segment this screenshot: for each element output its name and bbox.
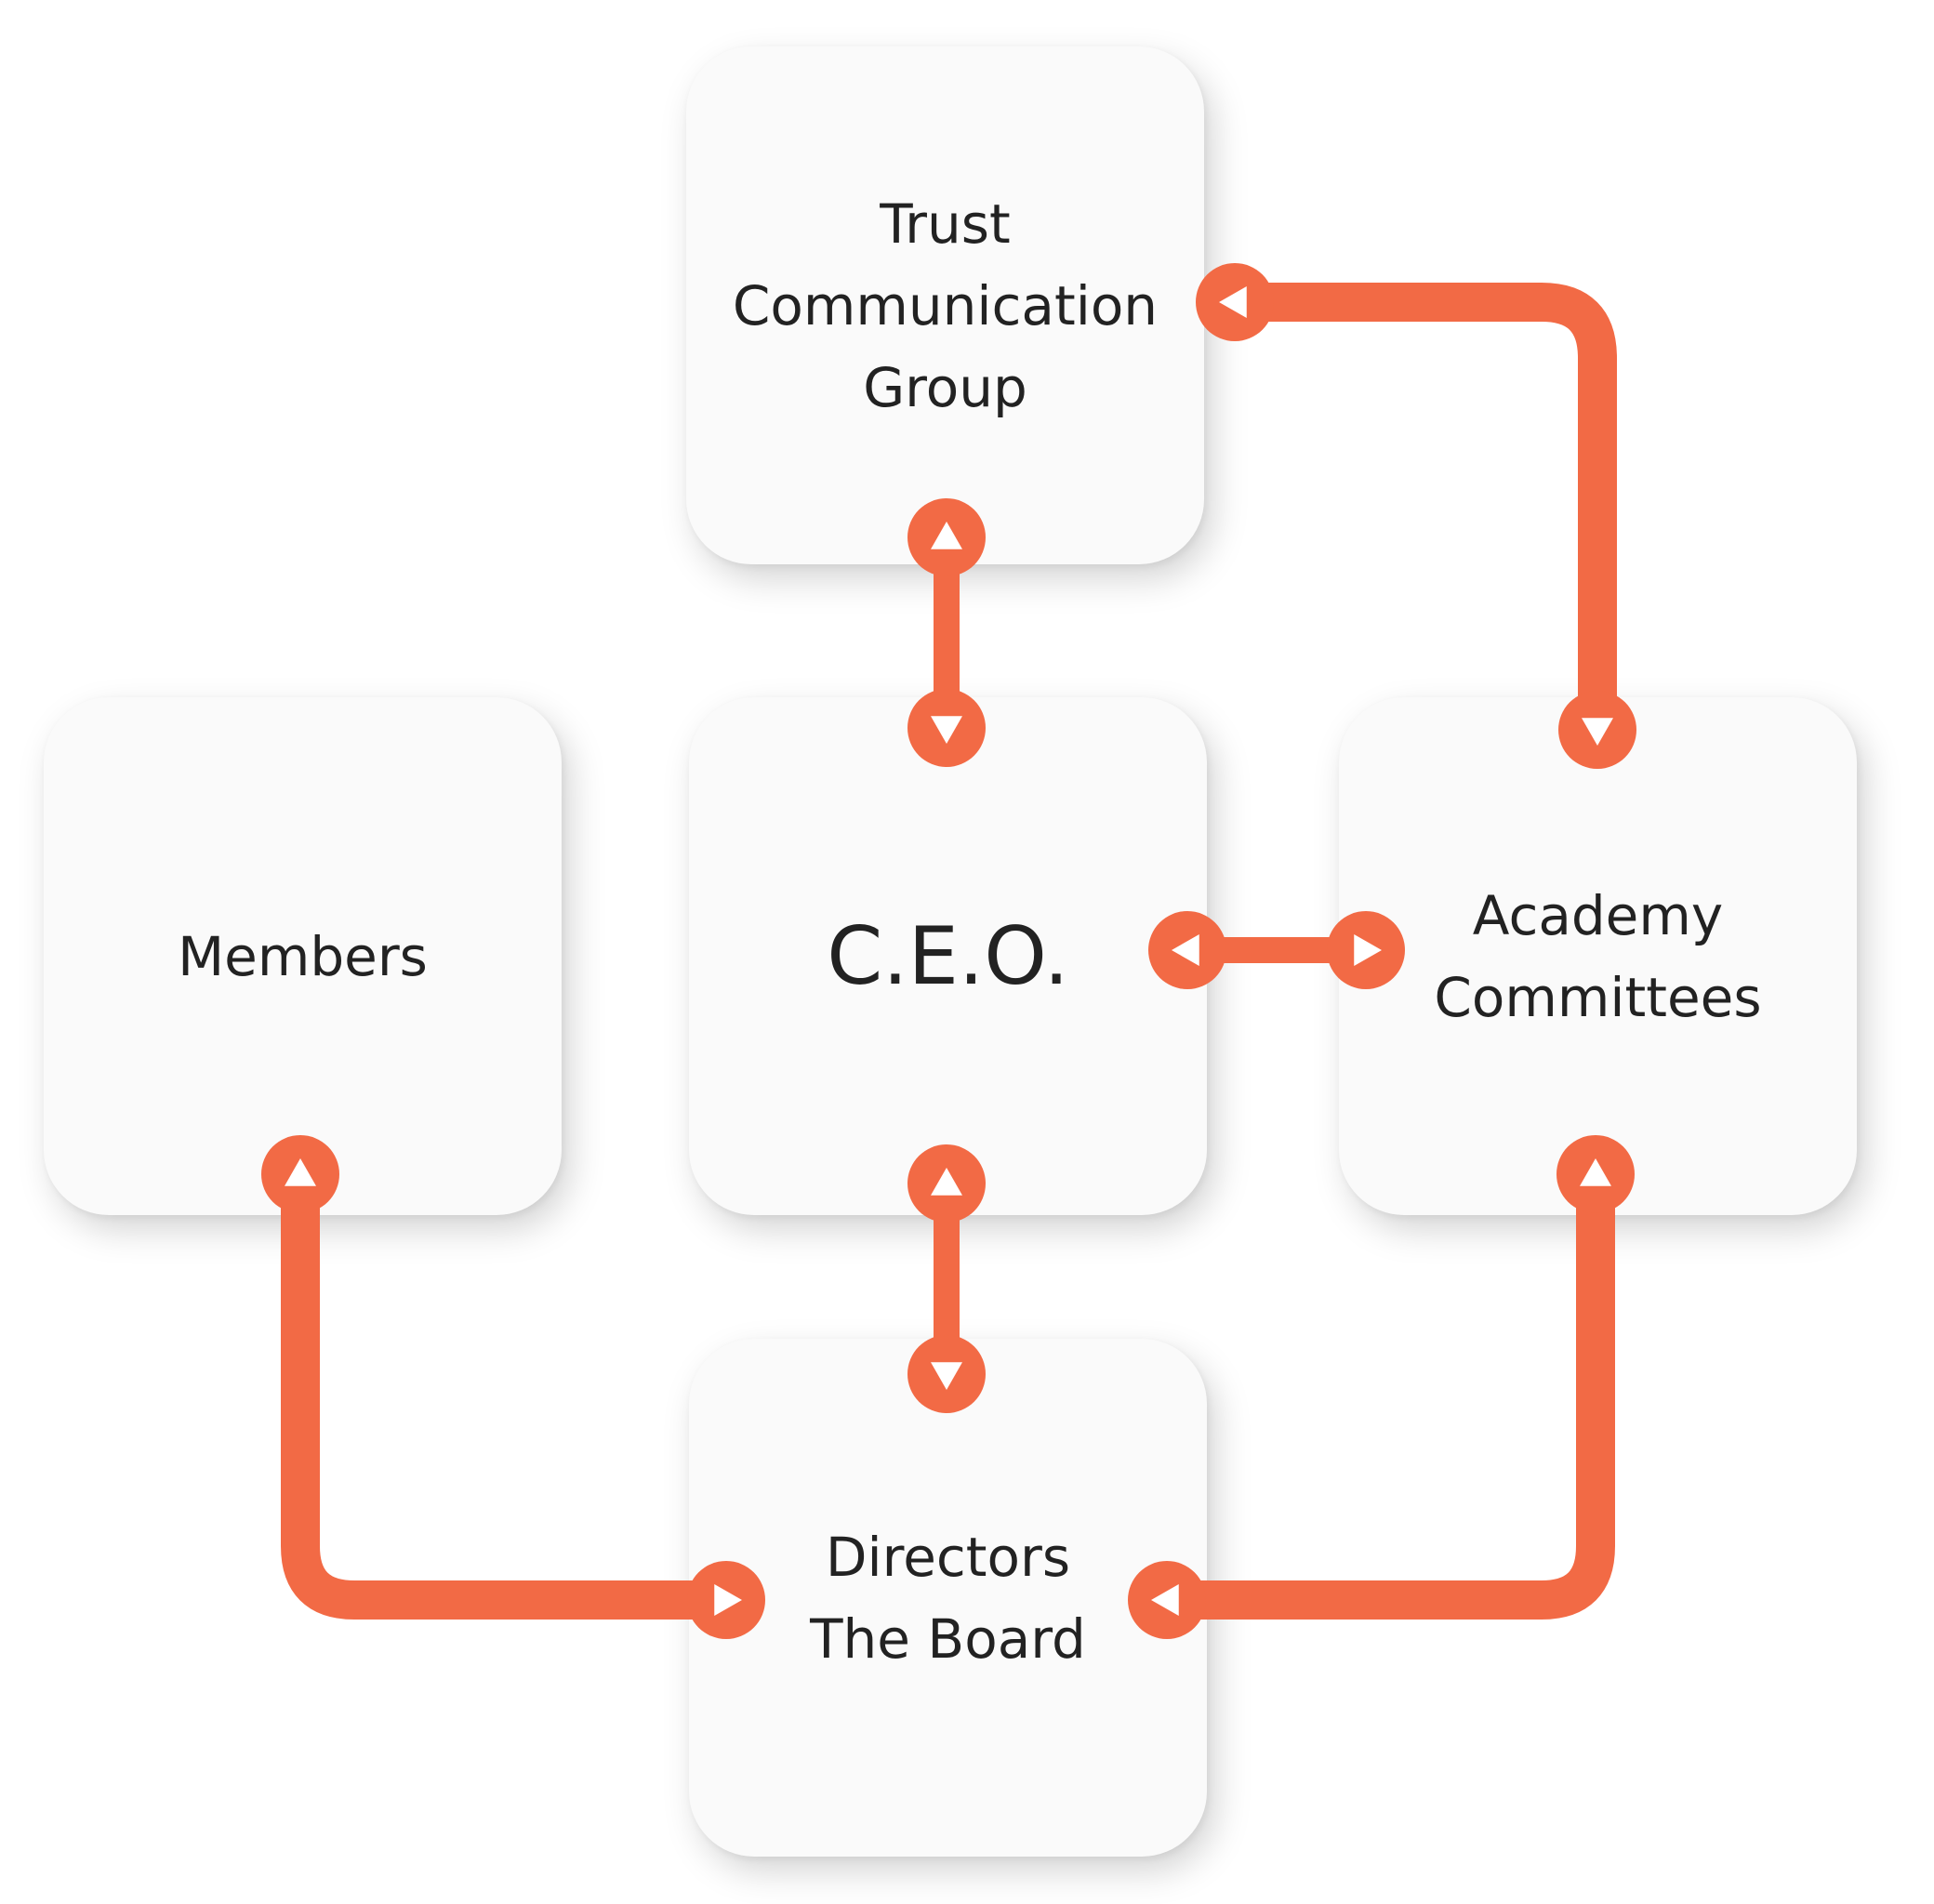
node-academy-line-1: Academy <box>1472 883 1724 947</box>
node-trust-line-2: Communication <box>732 273 1159 337</box>
node-trust-communication-group: Trust Communication Group <box>686 46 1204 564</box>
node-trust-line-1: Trust <box>880 192 1011 256</box>
node-academy-committees: Academy Committees <box>1339 697 1857 1215</box>
node-ceo: C.E.O. <box>689 697 1207 1215</box>
node-academy-line-2: Committees <box>1434 965 1762 1029</box>
connector-trust-academy <box>1215 283 1617 749</box>
connector-academy-directors <box>1147 1155 1615 1620</box>
node-ceo-label: C.E.O. <box>827 909 1069 1003</box>
node-trust-line-3: Group <box>863 355 1027 419</box>
node-members: Members <box>44 697 562 1215</box>
connector-trust-academy-start-arrowhead <box>1219 286 1247 318</box>
node-members-label: Members <box>178 924 428 988</box>
node-directors-the-board: Directors The Board <box>689 1339 1207 1857</box>
node-directors-line-1: Directors <box>825 1525 1071 1589</box>
connector-members-directors <box>281 1155 746 1620</box>
node-directors-line-2: The Board <box>810 1606 1086 1671</box>
connector-trust-academy-start-endpoint <box>1196 263 1274 341</box>
